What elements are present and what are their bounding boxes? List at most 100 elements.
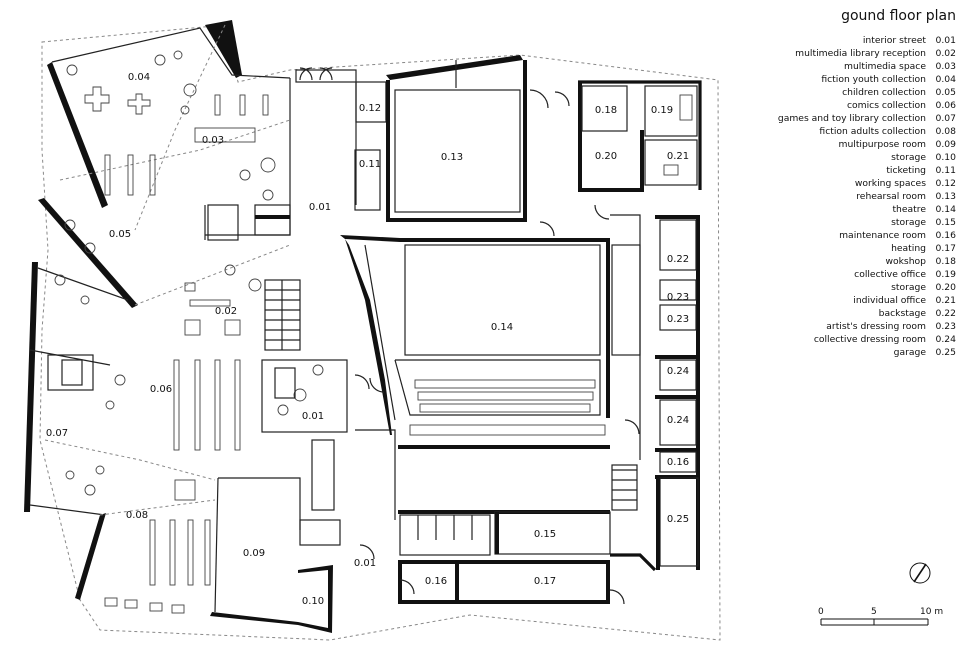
shelving-comics <box>173 359 241 451</box>
legend-item: multimedia space 0.03 <box>746 60 956 73</box>
legend-item: storage 0.15 <box>746 216 956 229</box>
theatre-walls <box>340 235 400 435</box>
wall-storage-010 <box>298 565 333 633</box>
legend-item-code: 0.13 <box>935 191 956 202</box>
legend-item-name: wokshop <box>885 256 926 267</box>
legend-item: fiction youth collection 0.04 <box>746 73 956 86</box>
legend-item-name: backstage <box>878 308 926 319</box>
legend-item-code: 0.04 <box>935 74 956 85</box>
legend-item-name: ticketing <box>886 165 926 176</box>
room-label-012: 0.12 <box>359 103 381 114</box>
room-label-007: 0.07 <box>46 428 68 439</box>
plan-title: gound floor plan <box>841 8 956 24</box>
library-wall-west-3 <box>75 513 106 600</box>
library-wall-north-west <box>47 62 108 208</box>
wall-multipurpose-south <box>210 612 298 625</box>
legend-item-code: 0.23 <box>935 321 956 332</box>
north-arrow-icon <box>909 562 931 584</box>
scale-tick-10: 10 m <box>920 607 943 617</box>
room-label-013: 0.13 <box>441 152 463 163</box>
legend-item-name: maintenance room <box>839 230 926 241</box>
legend-item-name: storage <box>891 152 926 163</box>
room-label-014: 0.14 <box>491 322 513 333</box>
legend-item: theatre 0.14 <box>746 203 956 216</box>
legend-item-name: theatre <box>892 204 926 215</box>
room-label-024a: 0.24 <box>667 366 689 377</box>
scale-bar: 0 5 10 m <box>818 607 943 626</box>
legend-item-code: 0.18 <box>935 256 956 267</box>
legend-item-code: 0.07 <box>935 113 956 124</box>
legend-item-name: fiction adults collection <box>819 126 926 137</box>
legend-item-name: games and toy library collection <box>777 113 926 124</box>
room-label-001a: 0.01 <box>309 202 331 213</box>
legend-item-code: 0.14 <box>935 204 956 215</box>
legend-item: multimedia library reception 0.02 <box>746 47 956 60</box>
room-label-021: 0.21 <box>667 151 689 162</box>
legend-item: games and toy library collection 0.07 <box>746 112 956 125</box>
legend-item-name: fiction youth collection <box>821 74 926 85</box>
legend-item-code: 0.16 <box>935 230 956 241</box>
room-label-016b: 0.16 <box>667 457 689 468</box>
legend-item: storage 0.20 <box>746 281 956 294</box>
room-label-019: 0.19 <box>651 105 673 116</box>
legend-item-code: 0.10 <box>935 152 956 163</box>
room-label-006: 0.06 <box>150 384 172 395</box>
room-label-017: 0.17 <box>534 576 556 587</box>
legend-item-code: 0.15 <box>935 217 956 228</box>
legend-item-code: 0.17 <box>935 243 956 254</box>
room-label-025: 0.25 <box>667 514 689 525</box>
legend-item-code: 0.08 <box>935 126 956 137</box>
scale-tick-0: 0 <box>818 607 824 617</box>
legend-item-name: storage <box>891 217 926 228</box>
legend-item-name: artist's dressing room <box>826 321 926 332</box>
room-label-023a: 0.23 <box>667 292 689 303</box>
room-label-001b: 0.01 <box>302 411 324 422</box>
legend-item: artist's dressing room 0.23 <box>746 320 956 333</box>
room-label-016a: 0.16 <box>425 576 447 587</box>
legend-item-code: 0.02 <box>935 48 956 59</box>
legend-item-code: 0.03 <box>935 61 956 72</box>
legend-item-code: 0.01 <box>935 35 956 46</box>
room-label-003: 0.03 <box>202 135 224 146</box>
room-label-018: 0.18 <box>595 105 617 116</box>
room-label-009: 0.09 <box>243 548 265 559</box>
legend-item-code: 0.09 <box>935 139 956 150</box>
library-wall-west-2 <box>24 262 38 512</box>
room-label-022: 0.22 <box>667 254 689 265</box>
scale-tick-5: 5 <box>871 607 877 617</box>
legend-item: storage 0.10 <box>746 151 956 164</box>
legend-item-name: multimedia space <box>844 61 926 72</box>
site-outline <box>39 24 721 641</box>
legend-item: wokshop 0.18 <box>746 255 956 268</box>
room-label-011: 0.11 <box>359 159 381 170</box>
shelving-fiction-adults <box>149 519 211 586</box>
room-label-010: 0.10 <box>302 596 324 607</box>
legend-item-name: multimedia library reception <box>795 48 926 59</box>
theatre-seating <box>409 379 606 436</box>
legend-item-name: storage <box>891 282 926 293</box>
room-label-024b: 0.24 <box>667 415 689 426</box>
legend-item-code: 0.05 <box>935 87 956 98</box>
room-label-020: 0.20 <box>595 151 617 162</box>
room-label-008: 0.08 <box>126 510 148 521</box>
library-wall-north <box>205 20 242 78</box>
wall-rehearsal-north <box>386 55 523 80</box>
legend-item-name: garage <box>893 347 926 358</box>
legend-item-code: 0.20 <box>935 282 956 293</box>
legend-item-name: individual office <box>853 295 926 306</box>
legend-item-name: collective dressing room <box>813 334 926 345</box>
legend-item: fiction adults collection 0.08 <box>746 125 956 138</box>
room-label-015: 0.15 <box>534 529 556 540</box>
